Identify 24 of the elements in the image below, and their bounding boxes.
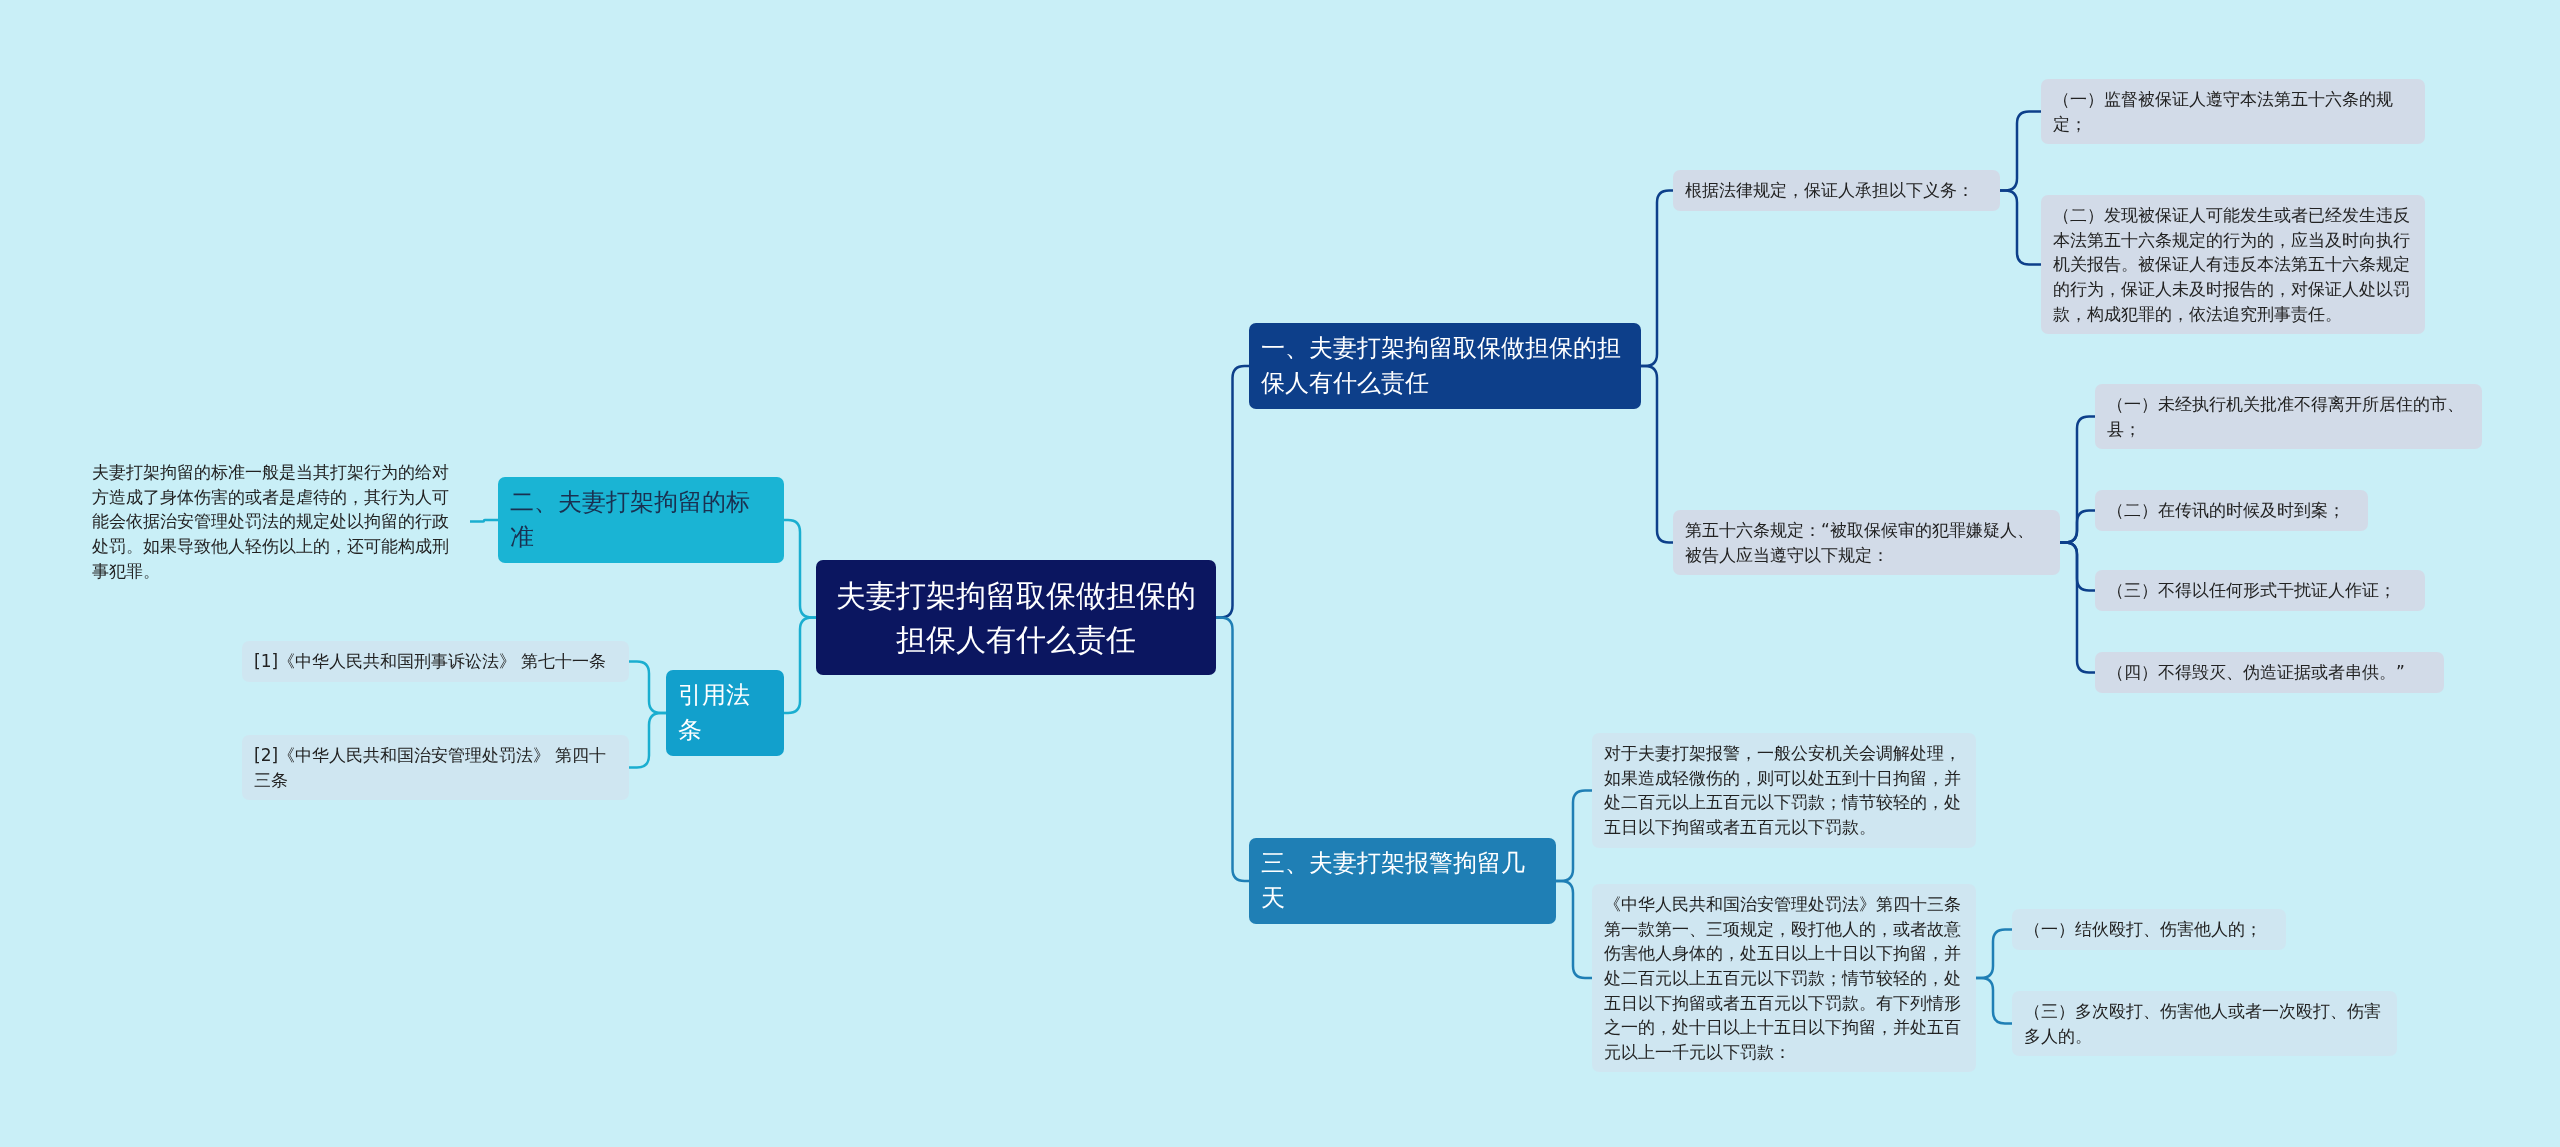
connector-line <box>1976 976 2012 1025</box>
root-topic-box: 夫妻打架拘留取保做担保的担保人有什么责任 <box>816 560 1216 675</box>
connector-line <box>2000 189 2041 266</box>
subtopic-box: （一）结伙殴打、伤害他人的； <box>2012 909 2286 950</box>
topic-box: 三、夫妻打架报警拘留几天 <box>1249 838 1556 924</box>
subtopic-box: （二）发现被保证人可能发生或者已经发生违反本法第五十六条规定的行为的，应当及时向执行机关报告。被保证人有违反本法第五十六条规定的行为，保证人未及时报告的，对保证人处以罚款，构成犯罪的，依法追究刑事责任。 <box>2041 195 2425 335</box>
topic-box: 引用法条 <box>666 670 784 756</box>
subtopic-box: （三）多次殴打、伤害他人或者一次殴打、伤害多人的。 <box>2012 991 2397 1057</box>
topic-box: 一、夫妻打架拘留取保做担保的担保人有什么责任 <box>1249 323 1641 409</box>
subtopic-box: 根据法律规定，保证人承担以下义务： <box>1673 170 2000 211</box>
subtopic-box: （一）监督被保证人遵守本法第五十六条的规定； <box>2041 79 2425 145</box>
subtopic-box: 第五十六条规定：“被取保候审的犯罪嫌疑人、被告人应当遵守以下规定： <box>1673 510 2060 576</box>
connector-line <box>470 518 498 523</box>
topic-box: 二、夫妻打架拘留的标准 <box>498 477 784 563</box>
subtopic-box: （四）不得毁灭、伪造证据或者串供。” <box>2095 652 2444 693</box>
connector-line <box>1556 879 1592 980</box>
subtopic-box: [1]《中华人民共和国刑事诉讼法》 第七十一条 <box>242 641 629 682</box>
subtopic-box: [2]《中华人民共和国治安管理处罚法》 第四十三条 <box>242 735 629 801</box>
subtopic-box: 对于夫妻打架报警，一般公安机关会调解处理，如果造成轻微伤的，则可以处五到十日拘留，并处二百元以上五百元以下罚款；情节较轻的，处五日以下拘留或者五百元以下罚款。 <box>1592 733 1976 848</box>
subtopic-box: （三）不得以任何形式干扰证人作证； <box>2095 570 2425 611</box>
subtopic-box: （一）未经执行机关批准不得离开所居住的市、县； <box>2095 384 2482 450</box>
subtopic-box: （二）在传讯的时候及时到案； <box>2095 490 2368 531</box>
subtopic-box: 《中华人民共和国治安管理处罚法》第四十三条第一款第一、三项规定，殴打他人的，或者故意伤害他人身体的，处五日以上十日以下拘留，并处二百元以上五百元以下罚款；情节较轻的，处五日以下拘留或者五百元以下罚款。有下列情形之一的，处十日以上十五日以下拘留，并处五百元以上一千元以下罚款： <box>1592 884 1976 1073</box>
note-text: 夫妻打架拘留的标准一般是当其打架行为的给对方造成了身体伤害的或者是虐待的，其行为人可能会依据治安管理处罚法的规定处以拘留的行政处罚。如果导致他人轻伤以上的，还可能构成刑事犯罪。 <box>80 452 470 592</box>
